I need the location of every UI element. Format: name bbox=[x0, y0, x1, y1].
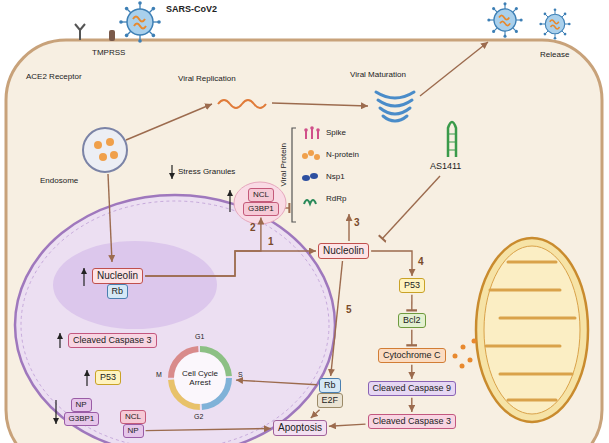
node-label: Apoptosis bbox=[278, 422, 322, 434]
virus-name: SARS-CoV2 bbox=[166, 4, 217, 15]
nucleus bbox=[15, 195, 335, 443]
node-label: Bcl2 bbox=[403, 315, 421, 326]
node-label: G3BP1 bbox=[69, 414, 95, 424]
process-name: Release bbox=[540, 50, 569, 60]
protein-name: RdRp bbox=[326, 194, 346, 204]
node-label: Cleaved Caspase 3 bbox=[373, 416, 452, 427]
protein-box: NP bbox=[71, 398, 92, 412]
node-label: Cell Cycle Arrest bbox=[179, 344, 221, 412]
protein-name: N-protein bbox=[326, 150, 359, 160]
connector bbox=[331, 261, 343, 376]
node-label: Cleaved Caspase 3 bbox=[73, 335, 152, 346]
node-label: NP bbox=[128, 426, 139, 436]
virus-particles bbox=[119, 1, 570, 43]
connector bbox=[146, 429, 271, 431]
protein-box: Bcl2 bbox=[398, 313, 426, 328]
callout-number: 5 bbox=[346, 304, 352, 316]
connector bbox=[145, 251, 316, 276]
protein-box: Cleaved Caspase 9 bbox=[368, 381, 457, 396]
protein-name: Spike bbox=[326, 128, 346, 138]
protein-box: NCL bbox=[248, 188, 274, 202]
node-label: P53 bbox=[100, 372, 116, 383]
aptamer-hairpin bbox=[448, 122, 456, 157]
cell-cycle-circle: Cell Cycle Arrest bbox=[166, 344, 234, 412]
connector bbox=[411, 398, 412, 412]
protein-box: NCL bbox=[120, 410, 146, 424]
cytochrome-dots bbox=[453, 339, 477, 369]
connector bbox=[236, 380, 317, 385]
protein-box: Cleaved Caspase 3 bbox=[368, 414, 457, 429]
protein-box: P53 bbox=[95, 370, 121, 385]
organelle-name: Stress Granules bbox=[178, 167, 235, 177]
protein-box: Rb bbox=[319, 378, 341, 393]
cell-membrane bbox=[6, 40, 602, 443]
cycle-phase: G2 bbox=[194, 413, 203, 421]
callout-number: 1 bbox=[268, 236, 274, 248]
stress-granule bbox=[234, 182, 286, 224]
connector bbox=[371, 251, 412, 276]
node-label: NCL bbox=[125, 412, 141, 422]
cycle-phase: G1 bbox=[195, 333, 204, 341]
protein-box: Cytochrome C bbox=[378, 348, 446, 363]
protein-box: P53 bbox=[399, 278, 425, 293]
node-label: NP bbox=[76, 400, 87, 410]
connector bbox=[411, 295, 413, 311]
process-name: Viral Maturation bbox=[350, 70, 406, 80]
group-name: Viral Protein bbox=[278, 143, 288, 186]
callout-number: 2 bbox=[250, 222, 256, 234]
connector bbox=[411, 330, 412, 346]
pathway-arrows bbox=[108, 42, 488, 262]
protein-box: G3BP1 bbox=[64, 412, 100, 426]
node-label: G3BP1 bbox=[248, 204, 274, 214]
callout-number: 3 bbox=[354, 217, 360, 229]
protein-box: NP bbox=[123, 424, 144, 438]
node-label: P53 bbox=[404, 280, 420, 291]
node-label: Cytochrome C bbox=[383, 350, 441, 361]
node-label: Cleaved Caspase 9 bbox=[373, 383, 452, 394]
viral-rna bbox=[218, 100, 266, 108]
node-label: Nucleolin bbox=[323, 245, 364, 257]
outcome-box: Apoptosis bbox=[273, 420, 327, 436]
protein-box: Nucleolin bbox=[92, 268, 143, 284]
change-arrows bbox=[56, 165, 230, 424]
organelle-name: Endosome bbox=[40, 176, 78, 186]
receptor-symbols bbox=[75, 24, 115, 41]
mitochondrion bbox=[476, 238, 588, 422]
connector bbox=[311, 410, 320, 418]
protein-box: Rb bbox=[107, 284, 129, 299]
node-label: NCL bbox=[253, 190, 269, 200]
protein-box: G3BP1 bbox=[243, 202, 279, 216]
protein-box: Cleaved Caspase 3 bbox=[68, 333, 157, 348]
endosome bbox=[83, 128, 127, 172]
protein-box: E2F bbox=[317, 393, 344, 408]
cycle-phase: M bbox=[156, 371, 162, 379]
process-name: Viral Replication bbox=[178, 74, 236, 84]
protein-box: Nucleolin bbox=[318, 243, 369, 259]
connector bbox=[329, 424, 366, 426]
node-label: Rb bbox=[324, 380, 336, 391]
connector bbox=[145, 218, 261, 276]
cycle-phase: S bbox=[238, 371, 243, 379]
node-label: Rb bbox=[112, 286, 124, 297]
protein-name: Nsp1 bbox=[326, 172, 345, 182]
protease-name: TMPRSS bbox=[92, 48, 125, 58]
connector bbox=[411, 365, 412, 379]
receptor-name: ACE2 Receptor bbox=[26, 72, 82, 82]
node-label: E2F bbox=[322, 395, 339, 406]
callout-number: 4 bbox=[418, 256, 424, 268]
node-label: Nucleolin bbox=[97, 270, 138, 282]
drug-name: AS1411 bbox=[430, 161, 461, 172]
viral-protein-bracket bbox=[292, 126, 320, 222]
golgi bbox=[376, 92, 414, 121]
